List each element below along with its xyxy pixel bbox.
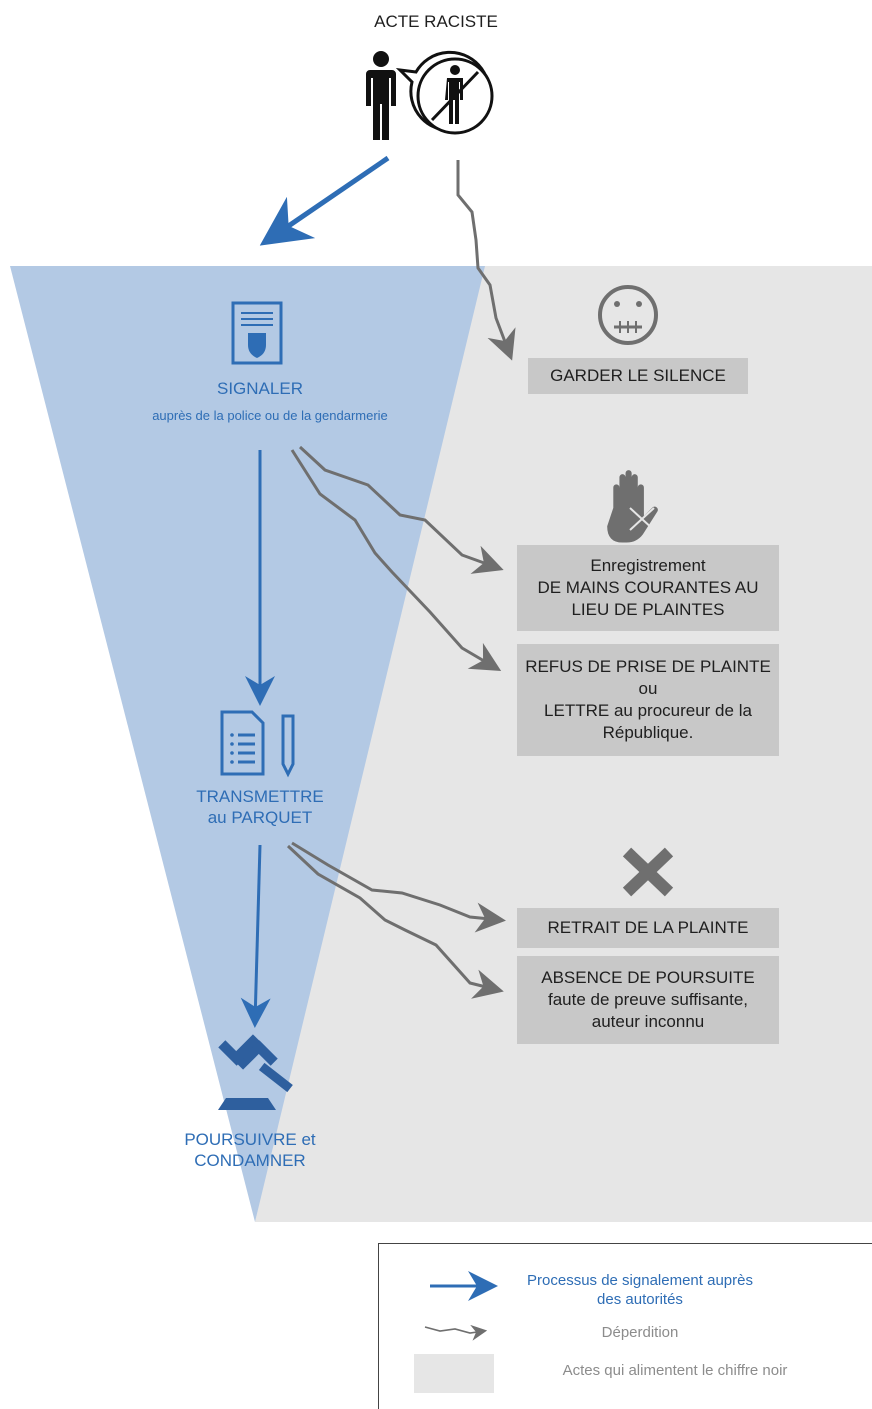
main-report-arrow xyxy=(259,155,390,246)
person-icon xyxy=(366,51,396,140)
legend-loss-arrow xyxy=(424,1324,488,1341)
absence-line2: faute de preuve suffisante, xyxy=(547,989,749,1009)
mains-courantes-line1: Enregistrement xyxy=(590,555,706,575)
legend-process-line2: des autorités xyxy=(597,1290,683,1308)
outcome-mains-courantes: Enregistrement DE MAINS COURANTES AU LIE… xyxy=(517,545,779,631)
step-transmettre-line2: au PARQUET xyxy=(207,808,313,828)
step-transmettre: TRANSMETTRE au PARQUET xyxy=(160,786,360,829)
step-poursuivre: POURSUIVRE et CONDAMNER xyxy=(150,1129,350,1172)
step-transmettre-line1: TRANSMETTRE xyxy=(196,787,324,806)
absence-line1: ABSENCE DE POURSUITE xyxy=(541,967,755,987)
mains-courantes-line3: LIEU DE PLAINTES xyxy=(571,600,725,620)
refus-line2: ou xyxy=(638,678,658,698)
outcome-refus: REFUS DE PRISE DE PLAINTE ou LETTRE au p… xyxy=(517,644,779,756)
outcome-silence-label: GARDER LE SILENCE xyxy=(550,365,726,385)
legend-dark-figure-label: Actes qui alimentent le chiffre noir xyxy=(562,1362,788,1379)
retrait-label: RETRAIT DE LA PLAINTE xyxy=(547,917,749,937)
loss-path-refus xyxy=(290,449,502,672)
refus-line1: REFUS DE PRISE DE PLAINTE xyxy=(525,656,771,676)
loss-path-silence xyxy=(456,160,516,361)
report-document-icon xyxy=(231,301,283,365)
step-signaler: SIGNALER xyxy=(217,379,303,398)
outcome-silence: GARDER LE SILENCE xyxy=(528,358,748,394)
arrow-transmettre-poursuivre xyxy=(240,844,271,1028)
legend-grey-swatch xyxy=(414,1354,494,1393)
prohibited-person-icon xyxy=(430,65,480,124)
outcome-absence: ABSENCE DE POURSUITE faute de preuve suf… xyxy=(517,956,779,1044)
step-signaler-sublabel: auprès de la police ou de la gendarmerie xyxy=(152,408,388,423)
refus-line3: LETTRE au procureur de la xyxy=(544,701,752,720)
refus-line4: République. xyxy=(602,723,694,743)
loss-path-absence xyxy=(286,844,504,999)
file-pen-icon xyxy=(220,710,295,778)
legend xyxy=(378,1243,872,1409)
absence-line3: auteur inconnu xyxy=(591,1012,705,1032)
mains-courantes-line2: DE MAINS COURANTES AU xyxy=(537,577,759,597)
step-poursuivre-line2: CONDAMNER xyxy=(194,1151,306,1171)
outcome-retrait: RETRAIT DE LA PLAINTE xyxy=(517,908,779,948)
legend-process-line1: Processus de signalement auprès xyxy=(527,1272,753,1289)
legend-deperdition-label: Déperdition xyxy=(601,1324,679,1341)
muted-face-icon xyxy=(598,285,658,345)
act-title: ACTE RACISTE xyxy=(374,12,498,31)
legend-process-label: Processus de signalement auprès des auto… xyxy=(490,1272,790,1310)
stop-hand-icon xyxy=(607,470,658,543)
gavel-icon xyxy=(218,1034,293,1110)
loss-path-retrait xyxy=(291,841,506,933)
step-poursuivre-line1: POURSUIVRE et xyxy=(184,1130,316,1149)
loss-path-mains-courantes xyxy=(298,445,504,574)
cross-icon xyxy=(622,847,674,897)
